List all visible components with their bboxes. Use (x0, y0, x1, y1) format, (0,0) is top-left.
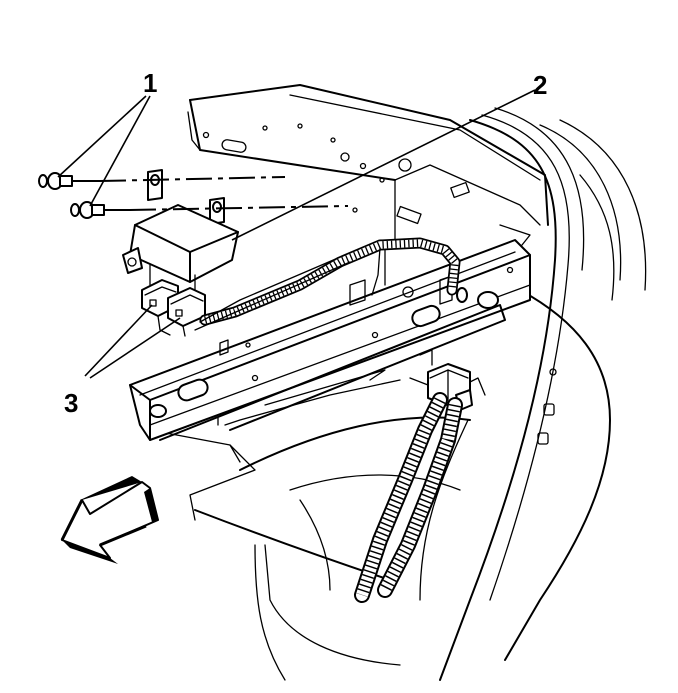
fasteners (38, 172, 349, 219)
callout-1: 1 (143, 68, 157, 98)
control-module (122, 169, 239, 337)
cross-member-bracket (129, 239, 531, 441)
wiring-harness (194, 237, 486, 603)
leader-lines (57, 89, 536, 379)
front-arrow-icon (60, 476, 159, 564)
vehicle-body-panels (149, 84, 647, 681)
callout-2: 2 (533, 70, 547, 100)
callout-3: 3 (64, 388, 78, 418)
